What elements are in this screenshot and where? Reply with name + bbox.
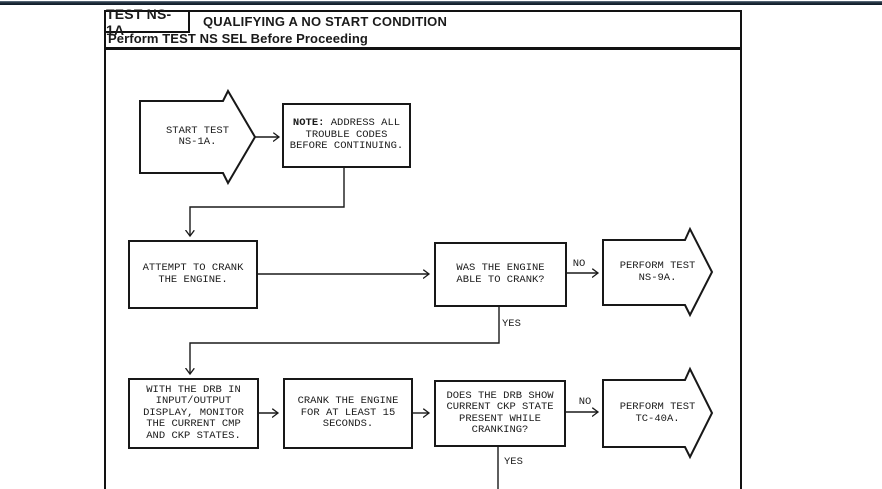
start-node-text: START TEST NS-1A. (165, 124, 229, 148)
branch-label-no-2: NO (578, 396, 592, 408)
perform-ns9a-node: PERFORM TEST NS-9A. (603, 240, 712, 305)
start-pentagon-shape (139, 88, 257, 186)
perform-tc40a-node: PERFORM TEST TC-40A. (603, 380, 712, 447)
page-title: QUALIFYING A NO START CONDITION (203, 14, 448, 29)
test-id-box: TEST NS-1A (104, 6, 190, 38)
perform-ns9a-pentagon-shape (602, 226, 714, 318)
crank-15-seconds-text: CRANK THE ENGINE FOR AT LEAST 15 SECONDS… (297, 395, 399, 431)
page-top-rule (0, 1, 882, 5)
attempt-crank-node: ATTEMPT TO CRANK THE ENGINE. (128, 240, 258, 309)
branch-label-no-1: NO (572, 258, 586, 270)
content-frame-right (740, 10, 742, 489)
perform-tc40a-text: PERFORM TEST TC-40A. (619, 401, 696, 425)
connector-note-to-attempt (190, 168, 345, 236)
note-bold-prefix: NOTE: (292, 117, 325, 130)
start-node: START TEST NS-1A. (140, 101, 255, 173)
subtitle-divider (104, 47, 742, 50)
test-id-label: TEST NS-1A (106, 5, 172, 38)
does-drb-show-text: DOES THE DRB SHOW CURRENT CKP STATE PRES… (446, 389, 554, 436)
note-node-text: NOTE: ADDRESS ALL TROUBLE CODES BEFORE C… (290, 118, 403, 153)
crank-15-seconds-node: CRANK THE ENGINE FOR AT LEAST 15 SECONDS… (283, 378, 413, 449)
perform-ns9a-text: PERFORM TEST NS-9A. (619, 260, 696, 284)
page-subtitle: Perform TEST NS SEL Before Proceeding (108, 31, 368, 46)
note-node: NOTE: ADDRESS ALL TROUBLE CODES BEFORE C… (282, 103, 411, 168)
branch-label-yes-2: YES (504, 456, 523, 468)
does-drb-show-node: DOES THE DRB SHOW CURRENT CKP STATE PRES… (434, 380, 566, 447)
connector-was-yes-to-drb (190, 307, 500, 374)
attempt-crank-text: ATTEMPT TO CRANK THE ENGINE. (142, 262, 244, 286)
note-rest-text: ADDRESS ALL TROUBLE CODES BEFORE CONTINU… (289, 117, 404, 153)
drb-monitor-text: WITH THE DRB IN INPUT/OUTPUT DISPLAY, MO… (143, 383, 244, 442)
was-engine-able-text: WAS THE ENGINE ABLE TO CRANK? (456, 262, 545, 286)
branch-label-yes-1: YES (502, 318, 521, 330)
content-frame-left (104, 10, 106, 489)
perform-tc40a-pentagon-shape (602, 366, 714, 460)
drb-monitor-node: WITH THE DRB IN INPUT/OUTPUT DISPLAY, MO… (128, 378, 259, 449)
was-engine-able-node: WAS THE ENGINE ABLE TO CRANK? (434, 242, 567, 307)
content-frame-top (104, 10, 742, 12)
